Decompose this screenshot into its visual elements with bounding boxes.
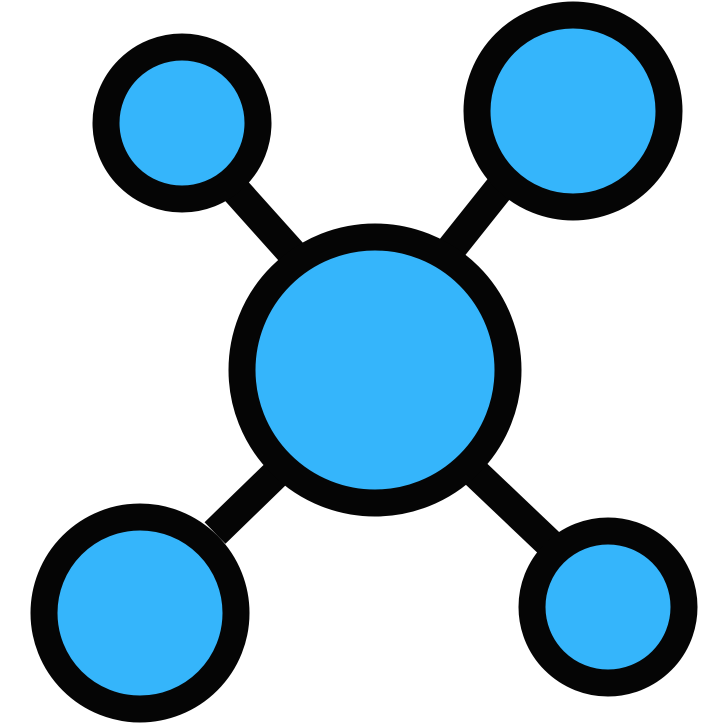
nodes: [30, 1, 698, 723]
connector-top-right: [439, 170, 518, 259]
node-center: [228, 223, 522, 517]
connectors: [204, 170, 562, 556]
node-top-right: [463, 1, 683, 221]
node-bottom-left: [30, 503, 250, 723]
node-top-left: [92, 33, 272, 213]
node-bottom-right: [518, 517, 698, 697]
connector-bottom-right: [459, 457, 562, 556]
connector-top-left: [219, 174, 312, 273]
connector-bottom-left: [204, 454, 296, 544]
